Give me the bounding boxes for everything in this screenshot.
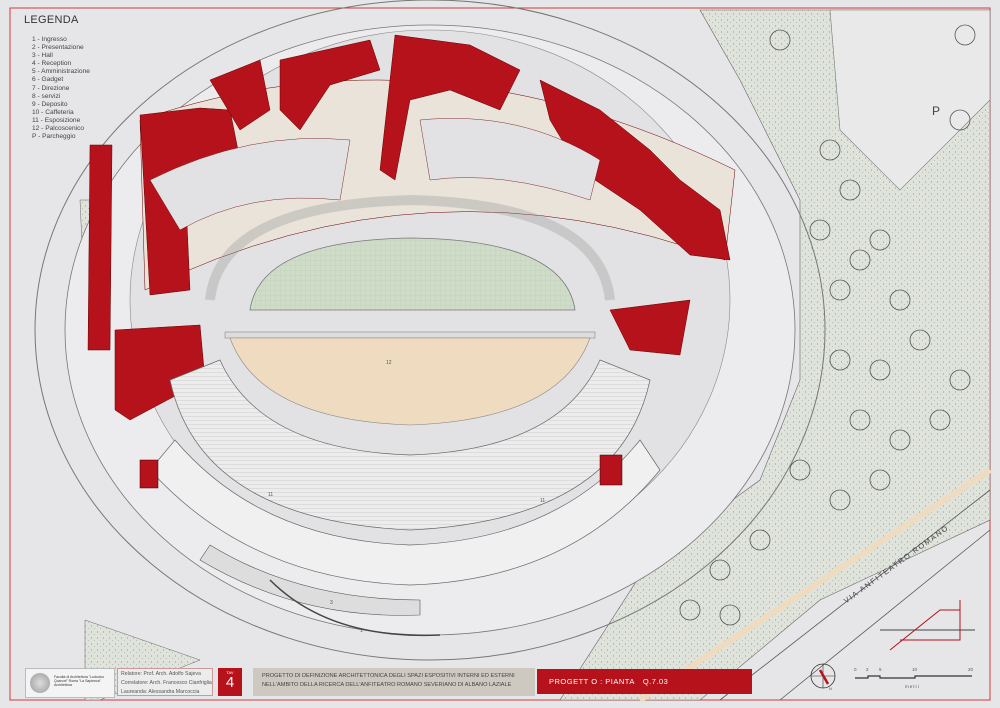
legend-item: 11 - Esposizione <box>32 116 81 124</box>
correlatore: Correlatore: Arch. Francesco Cianfriglia <box>121 680 212 686</box>
tav-number: 4 <box>225 674 235 691</box>
sheet-number-box: TAV 4 <box>218 668 242 696</box>
project-description: PROGETTO DI DEFINIZIONE ARCHITETTONICA D… <box>253 668 535 696</box>
north-label: N <box>829 686 832 691</box>
university-logo: Facoltà di Architettura "Ludovico Quaron… <box>25 668 115 698</box>
street-edge <box>779 529 991 701</box>
label-parking: P <box>932 104 941 118</box>
legend-title: LEGENDA <box>24 14 79 26</box>
roman-ruins <box>87 34 736 421</box>
scale-tick: 0 <box>854 667 857 672</box>
legend-item: 9 - Deposito <box>32 100 68 108</box>
scale-bar <box>855 675 972 679</box>
legend: LEGENDA 1 - Ingresso 2 - Presentazione 3… <box>24 14 90 141</box>
scale-unit: metri <box>905 684 920 689</box>
entrance-canopy <box>269 579 441 637</box>
legend-item: 2 - Presentazione <box>32 44 84 52</box>
label-stage: 12 <box>386 360 392 366</box>
relatore: Relatore: Prof. Arch. Adolfo Sajeva <box>121 671 201 677</box>
garden-area <box>559 9 991 701</box>
legend-item: 4 - Reception <box>32 60 72 68</box>
legend-list: 1 - Ingresso 2 - Presentazione 3 - Hall … <box>24 36 90 141</box>
section-thumbnail <box>880 600 975 651</box>
label-exhibit-left: 11 <box>268 492 274 498</box>
legend-item: 8 - servizi <box>32 92 61 100</box>
legend-item: 3 - Hall <box>32 52 53 60</box>
stage-edge <box>224 331 596 339</box>
arena-lawn <box>249 237 576 311</box>
stage <box>229 337 591 426</box>
description-line-2: NELL'AMBITO DELLA RICERCA DELL'ANFITEATR… <box>262 682 512 688</box>
scale-tick: 20 <box>968 667 974 672</box>
street-edge <box>719 489 991 701</box>
outer-ring <box>34 0 826 661</box>
legend-item: 5 - Amministrazione <box>32 68 90 76</box>
sheet-code: Q.7.03 <box>642 677 669 686</box>
legend-item: 7 - Direzione <box>32 84 70 92</box>
label-hall: 3 <box>330 600 333 606</box>
ruin-interiors <box>149 118 601 231</box>
description-line-1: PROGETTO DI DEFINIZIONE ARCHITETTONICA D… <box>262 673 515 679</box>
parking-stalls <box>829 9 991 191</box>
legend-item: 1 - Ingresso <box>32 36 67 43</box>
legend-item: 6 - Gadget <box>32 76 64 84</box>
label-entrance: 1 <box>360 628 363 634</box>
entrance-hall <box>199 544 421 616</box>
seal-icon <box>30 673 50 693</box>
legend-item: 10 - Caffeteria <box>32 108 74 116</box>
legend-item: P - Parcheggio <box>32 133 76 141</box>
tav-label: TAV <box>226 670 234 675</box>
cavea-seating <box>169 359 651 531</box>
trees <box>679 24 976 626</box>
north-arrow-icon <box>810 663 836 689</box>
sheet-title-box: PROGETT O : PIANTA Q.7.03 <box>537 669 752 694</box>
credits-box: Relatore: Prof. Arch. Adolfo Sajeva Corr… <box>117 668 213 696</box>
scale-tick: 10 <box>912 667 918 672</box>
logo-text: Facoltà di Architettura "Ludovico Quaron… <box>54 675 105 687</box>
exhibition-gallery <box>149 439 661 586</box>
laureanda: Laureanda: Alessandra Marcoccia <box>121 689 200 695</box>
label-exhibit-right: 11 <box>540 498 546 504</box>
scale-tick: 2 <box>866 667 869 672</box>
sheet-title: PROGETT O : PIANTA <box>549 677 635 686</box>
sidewalk <box>638 467 992 703</box>
arena-walkway <box>205 194 615 301</box>
legend-item: 12 - Palcoscenico <box>32 125 85 133</box>
stair-towers <box>139 454 623 489</box>
scale-tick: 5 <box>879 667 882 672</box>
